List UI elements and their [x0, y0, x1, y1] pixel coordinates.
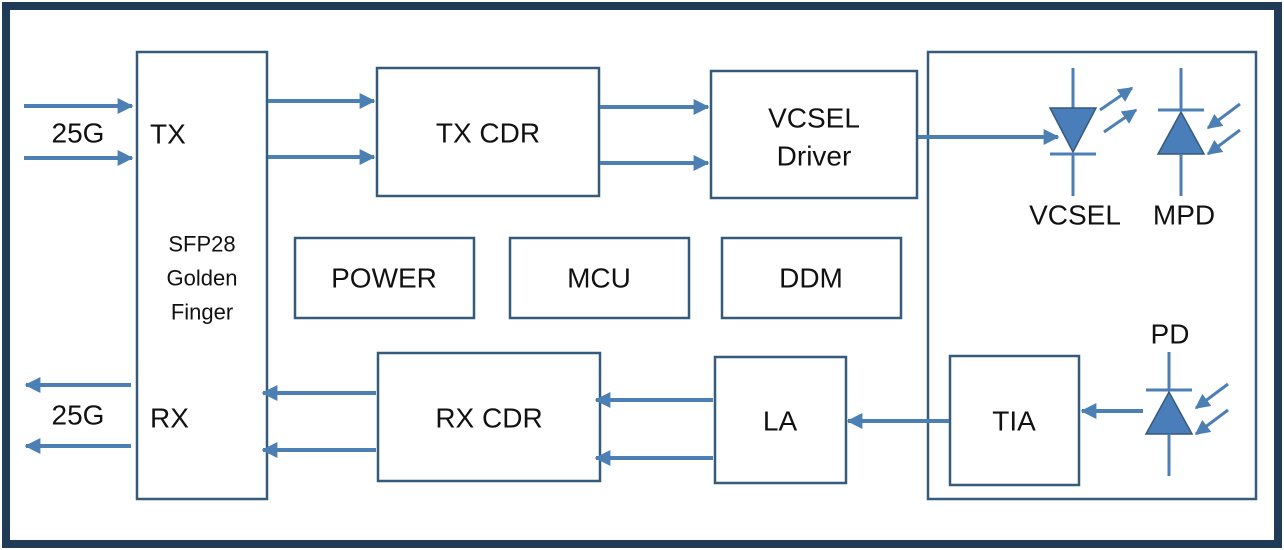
tx-cdr-block: TX CDR — [375, 66, 601, 198]
laser-diode-icon — [1048, 68, 1098, 196]
vcsel-driver-label-line2: Driver — [777, 141, 852, 172]
ddm-block: DDM — [720, 236, 903, 320]
tx-rate-label: 25G — [52, 118, 105, 149]
rx-output-arrows — [24, 377, 131, 454]
pd-label: PD — [1151, 319, 1190, 350]
tia-label: TIA — [992, 406, 1036, 437]
la-block: LA — [713, 355, 848, 485]
rx-cdr-block: RX CDR — [376, 351, 602, 483]
mcu-label: MCU — [567, 263, 631, 294]
ddm-label: DDM — [779, 263, 843, 294]
photodiode-icon — [1156, 68, 1206, 196]
golden-finger-rx-label: RX — [150, 403, 189, 434]
la-label: LA — [763, 406, 798, 437]
golden-finger-title-line3: Finger — [171, 300, 233, 325]
power-block: POWER — [293, 236, 476, 320]
vcsel-label: VCSEL — [1029, 200, 1121, 231]
power-label: POWER — [331, 263, 437, 294]
light-ray-out-icon — [1099, 86, 1138, 134]
mpd-label: MPD — [1153, 200, 1215, 231]
rx-rate-label: 25G — [52, 400, 105, 431]
photodiode-icon — [1144, 352, 1194, 476]
golden-finger-title-line2: Golden — [167, 266, 238, 291]
rx-cdr-label: RX CDR — [435, 403, 542, 434]
golden-finger-block: SFP28 Golden Finger TX RX — [135, 50, 269, 501]
mcu-block: MCU — [508, 236, 691, 320]
vcsel-driver-label-line1: VCSEL — [768, 103, 860, 134]
tia-block: TIA — [948, 354, 1081, 487]
tx-cdr-label: TX CDR — [436, 118, 540, 149]
golden-finger-tx-label: TX — [150, 119, 186, 150]
light-ray-in-icon — [1194, 382, 1229, 436]
golden-finger-title-line1: SFP28 — [168, 232, 235, 257]
tx-input-arrows — [24, 98, 134, 166]
light-ray-in-icon — [1206, 102, 1241, 156]
vcsel-driver-block: VCSEL Driver — [709, 69, 919, 200]
